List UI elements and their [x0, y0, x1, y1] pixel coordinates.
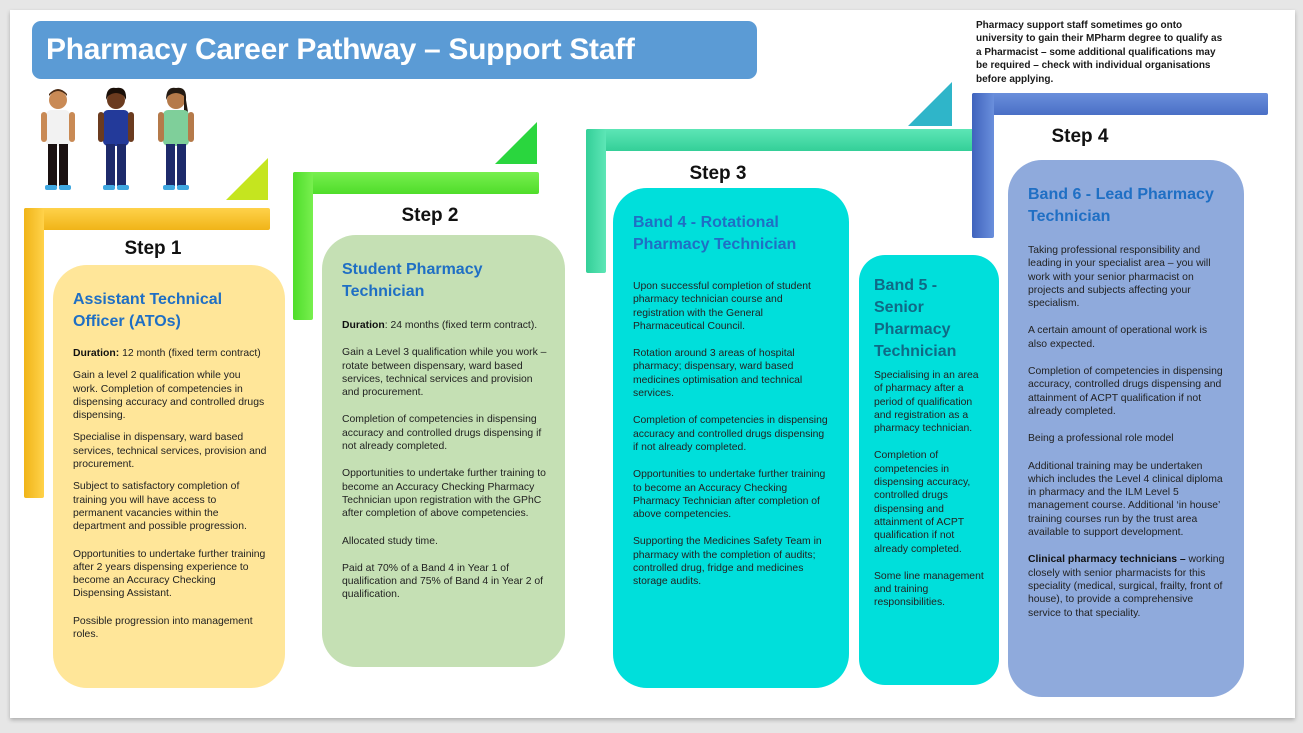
card-paragraph: Paid at 70% of a Band 4 in Year 1 of qua…	[342, 562, 544, 601]
person-navy-uniform-icon	[98, 87, 134, 190]
staff-figures-icon	[41, 87, 194, 190]
card-paragraph: Opportunities to undertake further train…	[633, 469, 826, 521]
card-paragraph: Duration: 24 months (fixed term contract…	[342, 320, 538, 331]
person-white-uniform-icon	[41, 89, 75, 190]
card-paragraph: Opportunities to undertake further train…	[342, 468, 546, 520]
card-paragraph: Completion of competencies in dispensing…	[342, 414, 542, 453]
card-paragraph: Upon successful completion of student ph…	[633, 281, 811, 332]
card-paragraph: Gain a Level 3 qualification while you w…	[342, 347, 547, 399]
card-paragraph: Completion of competencies in dispensing…	[633, 415, 828, 453]
card-paragraph: Possible progression into management rol…	[73, 615, 253, 641]
card-paragraph: Specialising in an area of pharmacy afte…	[874, 370, 979, 435]
step-1-arrowhead-icon	[226, 158, 268, 200]
card-paragraph: Duration: 12 month (fixed term contract)	[73, 348, 261, 359]
step-3-arrowhead-icon	[908, 82, 952, 126]
card-band-5-senior: Band 5 - Senior Pharmacy Technician Spec…	[859, 255, 999, 685]
person-green-uniform-icon	[158, 87, 194, 190]
card-title: Band 4 - Rotational Pharmacy Technician	[633, 214, 797, 253]
card-band-4-rotational: Band 4 - Rotational Pharmacy Technician …	[613, 188, 849, 688]
card-paragraph: Completion of competencies in dispensing…	[1028, 366, 1223, 417]
card-paragraph: Specialise in dispensary, ward based ser…	[73, 432, 267, 471]
card-paragraph: Opportunities to undertake further train…	[73, 548, 266, 600]
staff-illustration	[32, 86, 202, 196]
card-title: Band 6 - Lead Pharmacy Technician	[1028, 186, 1214, 225]
step-4-label: Step 4	[1051, 126, 1109, 147]
card-paragraph: Taking professional responsibility and l…	[1028, 245, 1211, 310]
card-paragraph: Gain a level 2 qualification while you w…	[73, 370, 265, 422]
pathway-page: Pharmacy Career Pathway – Support Staff …	[10, 10, 1295, 718]
step-2-label: Step 2	[401, 205, 459, 226]
card-paragraph: Clinical pharmacy technicians – working …	[1028, 554, 1225, 619]
card-paragraph: A certain amount of operational work is …	[1028, 325, 1208, 350]
card-title: Student Pharmacy Technician	[342, 261, 483, 300]
step-3-label: Step 3	[689, 163, 747, 184]
card-paragraph: Supporting the Medicines Safety Team in …	[633, 536, 822, 588]
step-1-label: Step 1	[124, 238, 182, 259]
step-2-arrowhead-icon	[495, 122, 537, 164]
card-paragraph: Some line management and training respon…	[874, 570, 984, 609]
card-paragraph: Completion of competencies in dispensing…	[874, 450, 971, 555]
page-title: Pharmacy Career Pathway – Support Staff	[32, 21, 757, 79]
card-student-pharmacy-technician: Student Pharmacy Technician Duration: 24…	[322, 235, 565, 667]
card-title: Assistant Technical Officer (ATOs)	[73, 291, 223, 330]
card-paragraph: Being a professional role model	[1028, 433, 1174, 445]
card-assistant-technical-officer: Assistant Technical Officer (ATOs) Durat…	[53, 265, 285, 688]
card-title: Band 5 - Senior Pharmacy Technician	[874, 277, 957, 360]
university-note: Pharmacy support staff sometimes go onto…	[976, 20, 1223, 85]
card-paragraph: Subject to satisfactory completion of tr…	[73, 481, 247, 533]
card-paragraph: Additional training may be undertaken wh…	[1028, 460, 1223, 539]
card-paragraph: Rotation around 3 areas of hospital phar…	[633, 348, 803, 400]
card-band-6-lead: Band 6 - Lead Pharmacy Technician Taking…	[1008, 160, 1244, 697]
card-paragraph: Allocated study time.	[342, 535, 438, 547]
